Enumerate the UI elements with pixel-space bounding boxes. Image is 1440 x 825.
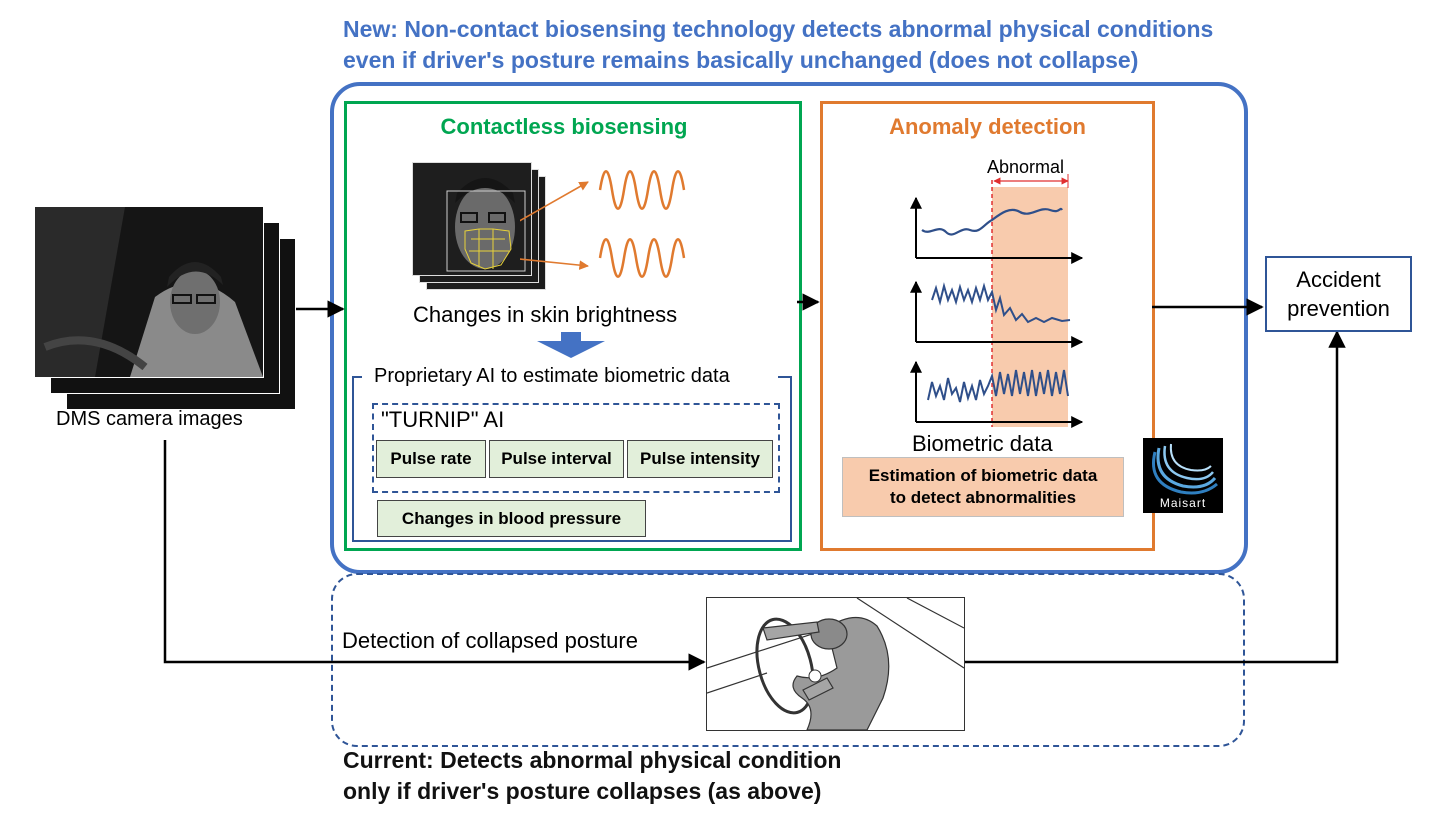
anomaly-title: Anomaly detection	[889, 114, 1086, 139]
blood-pressure-chip: Changes in blood pressure	[377, 500, 646, 537]
accident-prevention-box: Accident prevention	[1265, 256, 1412, 332]
estimation-line1: Estimation of biometric data	[868, 466, 1098, 485]
new-heading-line2: even if driver's posture remains basical…	[343, 47, 1139, 73]
new-technology-frame	[330, 82, 1248, 574]
proprietary-ai-bracket	[352, 376, 792, 542]
collapsed-posture-label: Detection of collapsed posture	[342, 628, 638, 653]
camera-frame-front	[34, 206, 264, 378]
anomaly-detection-panel	[820, 101, 1155, 551]
proprietary-ai-label: Proprietary AI to estimate biometric dat…	[370, 365, 734, 388]
skin-brightness-waves	[520, 170, 686, 278]
collapsed-driver-illustration	[706, 597, 965, 731]
current-heading-line1: Current: Detects abnormal physical condi…	[343, 747, 842, 773]
arrow-posture-to-accident	[964, 330, 1346, 664]
accident-line2: prevention	[1287, 296, 1390, 321]
contactless-biosensing-panel	[344, 101, 802, 551]
estimation-box: Estimation of biometric data to detect a…	[842, 457, 1124, 517]
new-technology-heading: New: Non-contact biosensing technology d…	[343, 14, 1423, 76]
down-arrow-icon	[537, 332, 605, 358]
new-heading-line1: New: Non-contact biosensing technology d…	[343, 16, 1214, 42]
face-image	[413, 163, 531, 275]
biosensing-title: Contactless biosensing	[440, 114, 688, 139]
driver-camera-image	[35, 207, 263, 377]
current-technology-heading: Current: Detects abnormal physical condi…	[343, 745, 1063, 807]
biometric-signal-graphs	[910, 174, 1084, 428]
bracket-top-right	[778, 376, 790, 378]
biometric-data-label: Biometric data	[912, 431, 1053, 456]
turnip-ai-label: "TURNIP" AI	[381, 407, 505, 432]
estimation-line2: to detect abnormalities	[889, 488, 1077, 507]
pulse-intensity-chip: Pulse intensity	[627, 440, 773, 478]
face-frame-front	[412, 162, 532, 276]
arrow-camera-to-posture	[163, 440, 706, 671]
accident-line1: Accident	[1296, 267, 1381, 292]
maisart-logo: Maisart	[1143, 438, 1223, 513]
abnormal-label: Abnormal	[987, 157, 1065, 177]
current-heading-line2: only if driver's posture collapses (as a…	[343, 778, 822, 804]
skin-brightness-label: Changes in skin brightness	[413, 302, 678, 327]
turnip-ai-box	[372, 403, 780, 493]
current-technology-frame	[331, 573, 1245, 747]
maisart-swirl-icon	[1152, 443, 1218, 495]
pulse-rate-chip: Pulse rate	[376, 440, 486, 478]
bracket-top-left	[352, 376, 362, 378]
collapsed-driver-drawing	[706, 597, 965, 731]
pulse-interval-chip: Pulse interval	[489, 440, 624, 478]
camera-caption: DMS camera images	[56, 408, 243, 430]
logo-text: Maisart	[1159, 496, 1207, 510]
